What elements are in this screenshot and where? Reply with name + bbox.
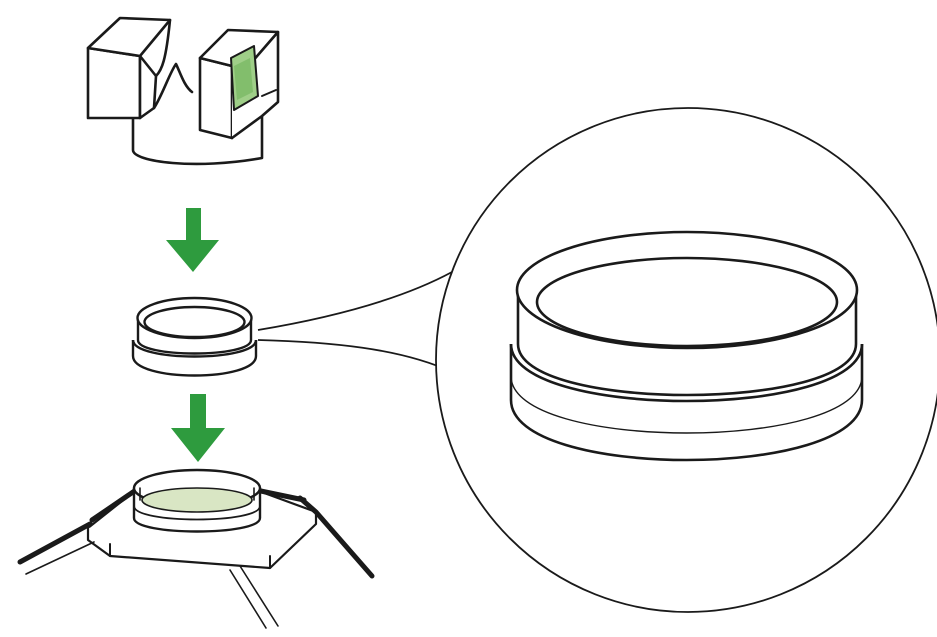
- funnel-base-icon: [17, 468, 375, 629]
- arrow-down-icon: [166, 208, 219, 272]
- arrow-down-icon: [171, 394, 225, 462]
- zoom-callout-icon: [257, 107, 937, 613]
- magnifier-holder-icon: [86, 16, 280, 166]
- ring-icon: [131, 296, 258, 377]
